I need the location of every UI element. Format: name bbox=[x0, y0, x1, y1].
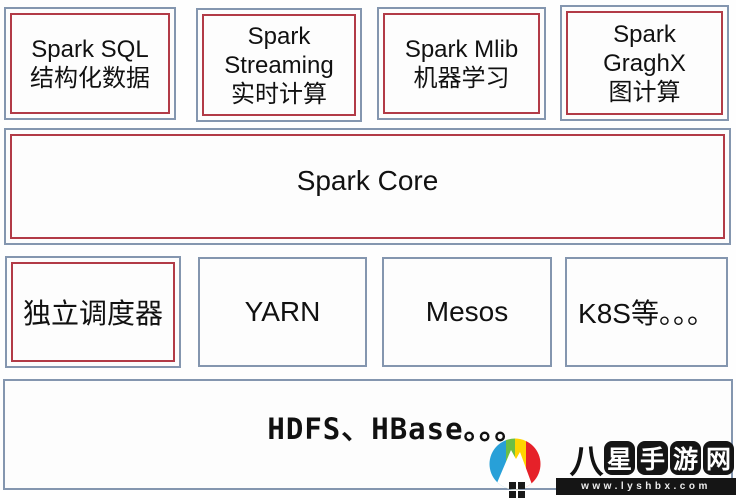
box-yarn: YARN bbox=[198, 257, 367, 367]
label-line: Spark Mlib bbox=[404, 35, 519, 63]
label-line: 实时计算 bbox=[230, 80, 327, 108]
site-name-char: 游 bbox=[670, 441, 701, 475]
box-label: Spark Core bbox=[296, 164, 439, 196]
label-line: GraghX bbox=[603, 49, 686, 77]
label-line: Spark bbox=[247, 22, 311, 50]
box-label: Spark Mlib 机器学习 bbox=[405, 35, 518, 93]
site-logo-icon bbox=[489, 438, 541, 490]
box-storage-hdfs-hbase: HDFS、HBase。。。 bbox=[3, 379, 733, 490]
box-label: 独立调度器 bbox=[22, 298, 163, 329]
label-line: Spark SQL bbox=[31, 35, 149, 63]
site-name-char: 网 bbox=[703, 441, 734, 475]
label-line: 机器学习 bbox=[413, 64, 510, 92]
site-url: www.lyshbx.com bbox=[556, 478, 736, 495]
label-line: Spark bbox=[613, 20, 676, 48]
box-spark-sql: Spark SQL 结构化数据 bbox=[4, 7, 176, 120]
box-label: Spark SQL 结构化数据 bbox=[30, 35, 150, 93]
logo-grid-icon bbox=[509, 482, 525, 498]
label-line: Streaming bbox=[224, 51, 334, 79]
box-spark-core: Spark Core bbox=[4, 128, 731, 245]
label-line: 结构化数据 bbox=[30, 64, 150, 92]
box-spark-graphx: Spark GraghX 图计算 bbox=[560, 5, 729, 121]
box-label: Spark Streaming 实时计算 bbox=[224, 22, 333, 109]
box-label: HDFS、HBase。。。 bbox=[267, 411, 525, 446]
site-name-char: 八 bbox=[569, 441, 604, 482]
box-mesos: Mesos bbox=[382, 257, 552, 367]
box-spark-streaming: Spark Streaming 实时计算 bbox=[196, 8, 362, 122]
box-k8s: K8S等。。。 bbox=[565, 257, 728, 367]
site-name-char: 手 bbox=[637, 441, 668, 475]
box-label: Mesos bbox=[425, 296, 509, 327]
site-name: 八 星 手 游 网 bbox=[569, 441, 734, 482]
label-line: 图计算 bbox=[608, 78, 681, 106]
box-label: K8S等。。。 bbox=[578, 298, 715, 329]
box-standalone-scheduler: 独立调度器 bbox=[5, 256, 181, 368]
box-label: Spark GraghX 图计算 bbox=[603, 20, 686, 107]
box-spark-mlib: Spark Mlib 机器学习 bbox=[377, 7, 546, 120]
box-label: YARN bbox=[244, 296, 321, 327]
site-name-char: 星 bbox=[604, 441, 635, 475]
